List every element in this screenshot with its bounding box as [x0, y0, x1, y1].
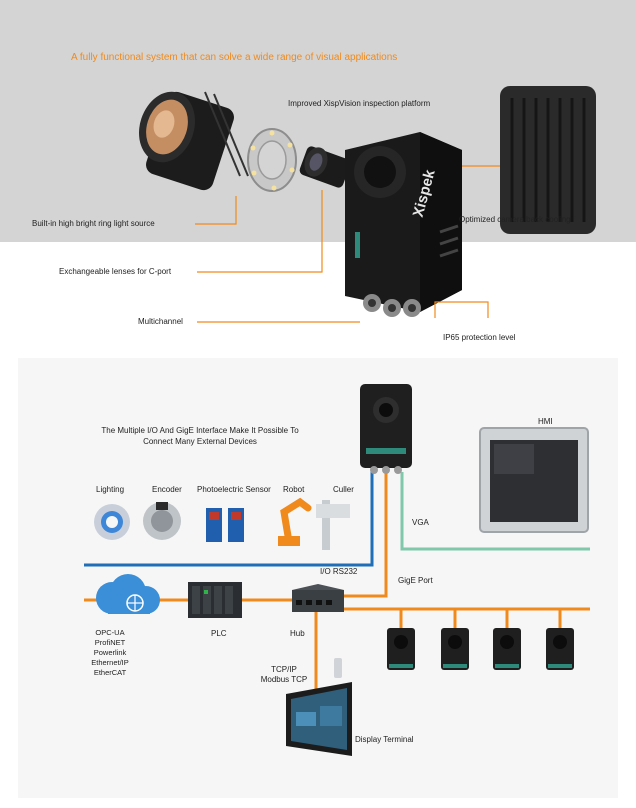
io-rs232-label: I/O RS232	[320, 567, 358, 576]
hmi-monitor-image	[479, 427, 589, 533]
plc-device-image	[188, 582, 242, 618]
device-label-encoder: Encoder	[152, 485, 182, 494]
heatsink-back-image	[500, 86, 596, 234]
cable-plug-icon	[334, 658, 342, 678]
c-mount-lens-image	[299, 146, 351, 188]
device-label-photoelectric-sensor: Photoelectric Sensor	[197, 485, 271, 494]
photoelectric-sensor-image	[206, 508, 244, 542]
hub-label: Hub	[290, 629, 305, 638]
platform-callout: Improved XispVision inspection platform	[288, 99, 431, 108]
page-headline: A fully functional system that can solve…	[71, 52, 398, 63]
hub-device-image	[292, 584, 344, 612]
robot-device-image	[278, 497, 312, 546]
modbus-tcp-label: Modbus TCP	[260, 675, 308, 684]
networked-camera-image	[493, 628, 521, 670]
lens-barrel-image	[139, 91, 249, 191]
device-label-lighting: Lighting	[96, 485, 125, 494]
io-bus-line	[84, 472, 374, 567]
tcp-ip-label: TCP/IP	[271, 665, 297, 674]
ip65-callout: IP65 protection level	[443, 333, 516, 342]
lighting-device-image	[94, 504, 130, 540]
cloud-icon	[96, 574, 160, 614]
smart-camera-body-image	[345, 132, 462, 317]
multichannel-callout: Multichannel	[138, 317, 183, 326]
encoder-device-image	[143, 502, 181, 540]
ring-light-image	[247, 128, 297, 192]
networked-camera-image	[387, 628, 415, 670]
callout-leader-lines	[195, 165, 500, 323]
protocol-ethernet-ip: Ethernet/IP	[91, 658, 129, 667]
culler-device-image	[316, 500, 350, 550]
protocol-ethercat: EtherCAT	[93, 668, 127, 677]
vga-line	[400, 472, 590, 551]
cooling-callout: Optimized camera back cooling	[459, 215, 571, 224]
gige-port-label: GigE Port	[398, 576, 433, 585]
protocol-profinet: ProfiNET	[94, 638, 126, 647]
plc-label: PLC	[211, 629, 227, 638]
networked-camera-image	[441, 628, 469, 670]
lenses-callout: Exchangeable lenses for C-port	[59, 267, 172, 276]
ring-light-callout: Built-in high bright ring light source	[32, 219, 155, 228]
display-terminal-image	[286, 682, 352, 756]
protocol-opc-ua: OPC-UA	[95, 628, 125, 637]
hmi-label: HMI	[538, 417, 553, 426]
io-intro-line-2: Connect Many External Devices	[143, 437, 257, 446]
device-label-robot: Robot	[283, 485, 305, 494]
central-camera-image	[360, 384, 412, 474]
device-label-culler: Culler	[333, 485, 354, 494]
protocol-powerlink: Powerlink	[93, 648, 127, 657]
vga-label: VGA	[412, 518, 429, 527]
io-intro-line-1: The Multiple I/O And GigE Interface Make…	[101, 426, 299, 435]
display-terminal-label: Display Terminal	[355, 735, 414, 744]
networked-camera-image	[546, 628, 574, 670]
